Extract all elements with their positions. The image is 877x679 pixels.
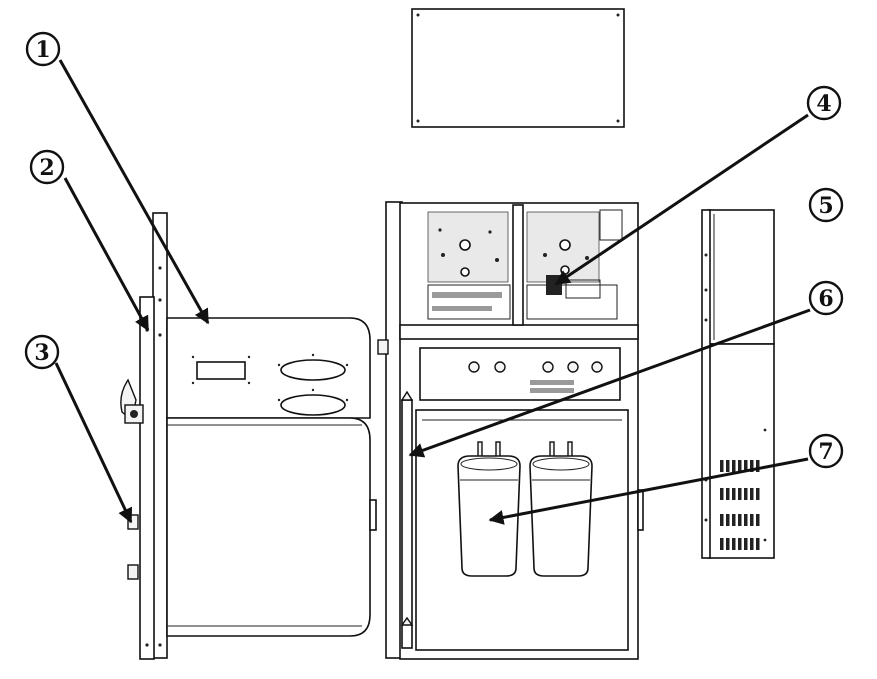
leader-lines bbox=[54, 59, 811, 525]
callout-4: 4 bbox=[806, 85, 842, 121]
side-view-housing bbox=[120, 212, 377, 660]
vent-slot bbox=[756, 460, 760, 472]
svg-text:3: 3 bbox=[34, 340, 49, 366]
callout-5: 5 bbox=[808, 187, 844, 223]
vent-slot bbox=[750, 538, 754, 550]
leader-3 bbox=[54, 362, 133, 524]
callout-7: 7 bbox=[808, 433, 844, 469]
leader-4 bbox=[554, 113, 809, 286]
leader-7 bbox=[488, 457, 809, 525]
vent-slot bbox=[756, 538, 760, 550]
capacitor-right bbox=[529, 441, 593, 577]
vent-slot bbox=[726, 514, 730, 526]
top-cover-panel bbox=[411, 8, 625, 128]
vent-slot bbox=[732, 538, 736, 550]
vent-slot bbox=[720, 538, 724, 550]
callout-3: 3 bbox=[24, 334, 60, 370]
vent-slot bbox=[756, 488, 760, 500]
callout-2: 2 bbox=[29, 149, 65, 185]
vent-slot bbox=[720, 488, 724, 500]
vent-slot bbox=[720, 460, 724, 472]
vent-slot bbox=[732, 488, 736, 500]
svg-text:2: 2 bbox=[39, 155, 54, 181]
vent-slot bbox=[738, 514, 742, 526]
vent-slot bbox=[744, 514, 748, 526]
vent-slot bbox=[744, 538, 748, 550]
vent-slot bbox=[744, 488, 748, 500]
vent-slot bbox=[750, 460, 754, 472]
svg-text:6: 6 bbox=[818, 286, 833, 312]
vent-slot bbox=[750, 514, 754, 526]
vent-slots bbox=[720, 460, 760, 550]
leader-1 bbox=[58, 59, 210, 325]
vent-slot bbox=[726, 488, 730, 500]
vent-slot bbox=[744, 460, 748, 472]
svg-text:4: 4 bbox=[816, 91, 831, 117]
leader-6 bbox=[408, 308, 811, 458]
capacitor-left bbox=[457, 441, 521, 577]
svg-text:5: 5 bbox=[818, 193, 833, 219]
vent-slot bbox=[732, 460, 736, 472]
capacitors bbox=[457, 441, 593, 577]
callout-1: 1 bbox=[25, 31, 61, 67]
vent-slot bbox=[732, 514, 736, 526]
right-side-panel bbox=[701, 209, 775, 559]
vent-slot bbox=[756, 514, 760, 526]
vent-slot bbox=[720, 514, 724, 526]
vent-slot bbox=[726, 538, 730, 550]
vent-slot bbox=[738, 460, 742, 472]
leader-2 bbox=[63, 177, 150, 332]
vent-slot bbox=[750, 488, 754, 500]
callout-6: 6 bbox=[808, 280, 844, 316]
front-view-cabinet bbox=[377, 201, 644, 660]
vent-slot bbox=[726, 460, 730, 472]
vent-slot bbox=[738, 488, 742, 500]
vent-slot bbox=[738, 538, 742, 550]
svg-text:1: 1 bbox=[35, 37, 50, 63]
svg-text:7: 7 bbox=[818, 439, 833, 465]
